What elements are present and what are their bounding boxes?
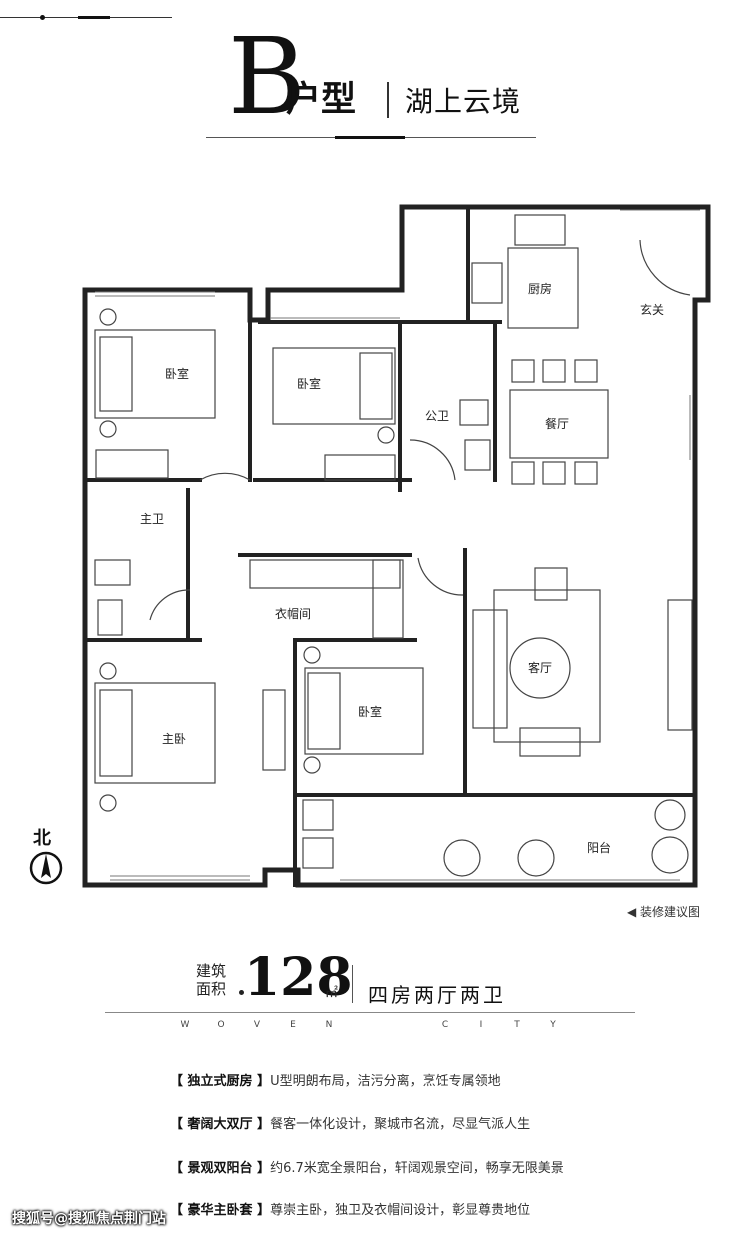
room-label-kitchen: 厨房 [528, 281, 552, 296]
room-label-balcony: 阳台 [587, 840, 611, 855]
triangle-left-icon: ◀ [627, 905, 641, 919]
brand-letter: Y [550, 1020, 558, 1030]
area-label: 建筑 面积 [196, 962, 226, 998]
design-note: ◀ 装修建议图 [627, 903, 700, 920]
room-label-public-bath: 公卫 [425, 409, 449, 423]
brand-letter: V [253, 1020, 263, 1030]
room-label-walkin-closet: 衣帽间 [275, 606, 311, 621]
design-note-text: 装修建议图 [640, 905, 701, 919]
brand-letter: N [325, 1020, 335, 1030]
top-dot [40, 15, 45, 20]
layout-description: 四房两厅两卫 [368, 983, 506, 1007]
floor-plan: 厨房 玄关 卧室 卧室 公卫 餐厅 主卫 衣帽间 客厅 卧室 主卧 阳台 [82, 204, 711, 888]
brand-letter: C [441, 1020, 451, 1030]
feature-text: 约6.7米宽全景阳台，轩阔观景空间，畅享无限美景 [270, 1161, 564, 1176]
room-label-bedroom-1: 卧室 [165, 366, 189, 381]
feature-text: 餐客一体化设计，聚城市名流，尽显气派人生 [270, 1117, 531, 1132]
feature-tag: 【 景观双阳台 】 [170, 1161, 271, 1176]
room-label-bedroom-3: 卧室 [358, 704, 382, 719]
brand-letter: T [514, 1020, 522, 1030]
feature-kitchen: 【 独立式厨房 】U型明朗布局，洁污分离，烹饪专属领地 [170, 1070, 501, 1089]
area-value: 128 [244, 947, 353, 1008]
north-arrow-icon [29, 851, 63, 885]
feature-text: 尊崇主卧，独卫及衣帽间设计，彰显尊贵地位 [270, 1203, 531, 1218]
area-unit: ㎡ [325, 986, 339, 1001]
brand-letter: I [479, 1020, 485, 1030]
title-separator [387, 82, 389, 118]
room-label-bedroom-2: 卧室 [297, 376, 321, 391]
area-dot [239, 990, 244, 995]
watermark: 搜狐号@搜狐焦点荆门站 [12, 1211, 166, 1227]
top-rule-accent [78, 16, 110, 19]
room-label-master-bath: 主卫 [140, 512, 164, 526]
area-underline [105, 1012, 635, 1013]
feature-text: U型明朗布局，洁污分离，烹饪专属领地 [270, 1074, 501, 1089]
title-underline-accent [335, 136, 405, 139]
area-separator [352, 965, 353, 1003]
area-label-line2: 面积 [196, 980, 227, 998]
brand-letter: O [217, 1020, 227, 1030]
compass-label: 北 [33, 828, 51, 849]
feature-tag: 【 豪华主卧套 】 [170, 1203, 271, 1218]
unit-type-label: 户型 [286, 80, 357, 120]
area-label-line1: 建筑 [196, 962, 227, 980]
feature-master-suite: 【 豪华主卧套 】尊崇主卧，独卫及衣帽间设计，彰显尊贵地位 [170, 1199, 530, 1218]
project-name: 湖上云境 [405, 85, 522, 118]
feature-halls: 【 奢阔大双厅 】餐客一体化设计，聚城市名流，尽显气派人生 [170, 1113, 530, 1132]
feature-balcony: 【 景观双阳台 】约6.7米宽全景阳台，轩阔观景空间，畅享无限美景 [170, 1157, 564, 1176]
room-label-dining: 餐厅 [545, 416, 569, 431]
unit-type-letter: B [228, 15, 306, 138]
brand-letter: W [180, 1020, 192, 1030]
brand-letter: E [290, 1020, 298, 1030]
room-label-foyer: 玄关 [640, 302, 664, 317]
feature-tag: 【 奢阔大双厅 】 [170, 1117, 271, 1132]
room-label-living: 客厅 [528, 660, 552, 675]
feature-tag: 【 独立式厨房 】 [170, 1074, 271, 1089]
room-label-master-bedroom: 主卧 [162, 732, 186, 746]
